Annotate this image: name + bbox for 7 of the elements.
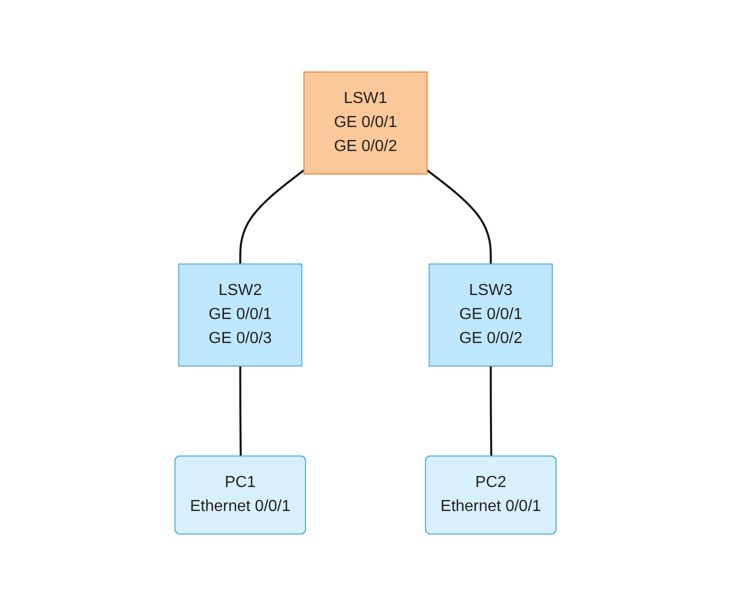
connector (426, 169, 492, 264)
node-box (303, 72, 428, 174)
connector (490, 366, 492, 457)
connector (239, 366, 242, 457)
connector (239, 169, 305, 264)
node-box (428, 264, 553, 366)
node-box (178, 264, 302, 366)
